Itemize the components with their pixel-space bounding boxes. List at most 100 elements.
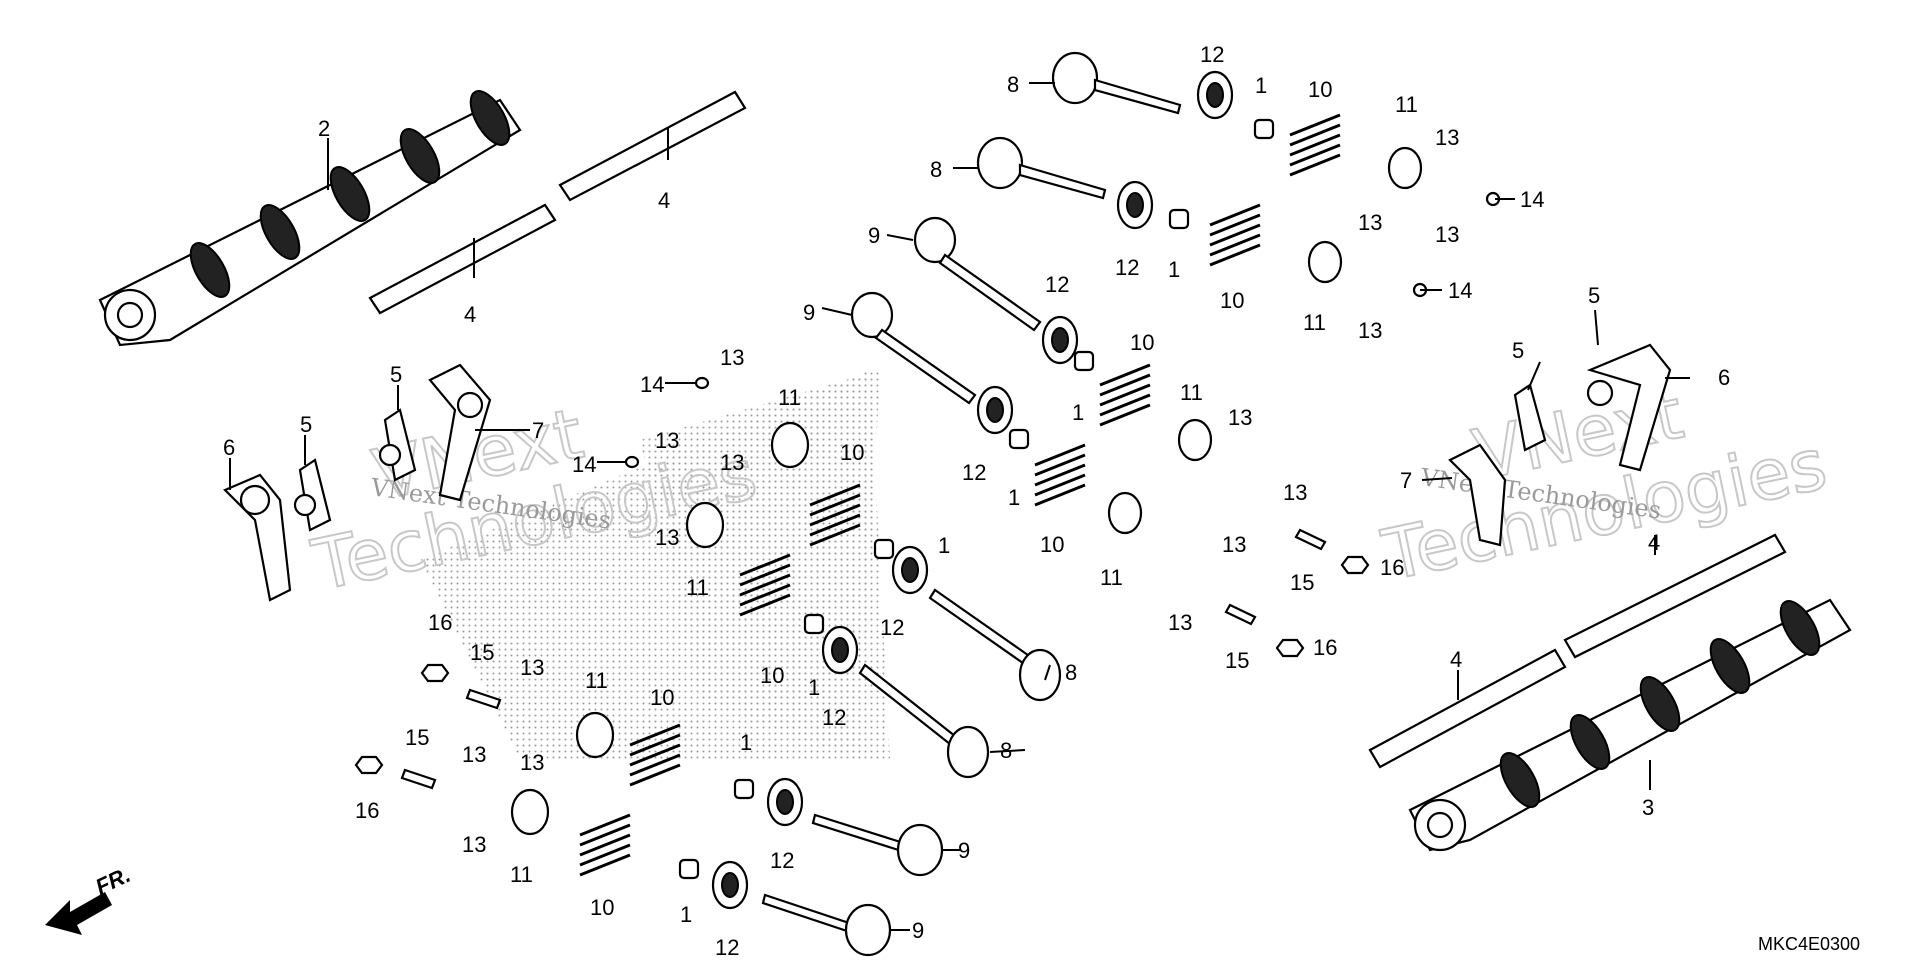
callout-16: 16: [355, 798, 379, 823]
callout-4: 4: [464, 302, 476, 327]
callout-13: 13: [462, 742, 486, 767]
spring-10-b: [1209, 203, 1261, 267]
callout-8: 8: [930, 157, 942, 182]
callout-8: 8: [1065, 660, 1077, 685]
valve-8-top: [1051, 51, 1182, 115]
callout-9: 9: [912, 918, 924, 943]
callout-10: 10: [1308, 77, 1332, 102]
callout-11: 11: [1303, 310, 1326, 335]
callout-12: 12: [880, 615, 904, 640]
callout-16: 16: [428, 610, 452, 635]
callout-9: 9: [868, 223, 880, 248]
callout-11: 11: [510, 862, 533, 887]
spring-10-e: [809, 483, 861, 547]
callout-13: 13: [1228, 405, 1252, 430]
rocker-shaft-upper-right: [1563, 533, 1787, 659]
valve-9-lower-b: [761, 893, 892, 957]
callout-12: 12: [1045, 272, 1069, 297]
callout-1: 1: [680, 902, 692, 927]
callout-5: 5: [1512, 338, 1524, 363]
valve-8-lower-b: [858, 663, 990, 779]
callout-9: 9: [803, 300, 815, 325]
watermark-logo: [420, 370, 890, 760]
callout-14: 14: [1448, 278, 1472, 303]
callout-11: 11: [778, 385, 801, 410]
callout-15: 15: [1225, 648, 1249, 673]
rocker-shaft-lower-left: [368, 203, 557, 315]
spring-10-g: [629, 723, 681, 787]
callout-5: 5: [300, 412, 312, 437]
leader-lines: [229, 82, 1690, 931]
rocker-arm-5-right: [1513, 383, 1547, 452]
callout-11: 11: [1180, 380, 1203, 405]
callout-13: 13: [1435, 125, 1459, 150]
callout-4: 4: [658, 188, 670, 213]
spring-10-f: [739, 553, 791, 617]
callout-13: 13: [1435, 222, 1459, 247]
callout-5: 5: [1588, 283, 1600, 308]
callout-1: 1: [1072, 400, 1084, 425]
callout-13: 13: [1168, 610, 1192, 635]
callout-1: 1: [808, 675, 820, 700]
callout-10: 10: [840, 440, 864, 465]
callout-11: 11: [585, 668, 608, 693]
rocker-shaft-lower-right: [1368, 648, 1567, 769]
callout-13: 13: [720, 450, 744, 475]
spring-10-d: [1034, 443, 1086, 507]
callout-15: 15: [405, 725, 429, 750]
camshaft-right: [1408, 598, 1852, 852]
callout-8: 8: [1000, 738, 1012, 763]
callout-3: 3: [1642, 795, 1654, 820]
callout-13: 13: [1283, 480, 1307, 505]
callout-2: 2: [318, 116, 330, 141]
spring-10-h: [579, 813, 631, 877]
callout-5: 5: [390, 362, 402, 387]
callout-13: 13: [1358, 210, 1382, 235]
callout-6: 6: [1718, 365, 1730, 390]
valve-9-second: [850, 291, 977, 405]
callout-4: 4: [1450, 647, 1462, 672]
callout-13: 13: [1222, 532, 1246, 557]
callout-12: 12: [822, 705, 846, 730]
callout-16: 16: [1313, 635, 1337, 660]
callout-11: 11: [1395, 92, 1418, 117]
callout-10: 10: [590, 895, 614, 920]
callout-13: 13: [720, 345, 744, 370]
callout-12: 12: [1115, 255, 1139, 280]
front-direction-label: FR.: [92, 862, 135, 900]
callout-10: 10: [760, 663, 784, 688]
callout-11: 11: [1100, 565, 1123, 590]
callout-15: 15: [1290, 570, 1314, 595]
rocker-shaft-upper-left: [558, 90, 747, 202]
valve-8-second: [976, 136, 1107, 200]
camshaft-left: [98, 90, 522, 347]
rocker-arm-5-left: [293, 458, 332, 532]
valve-9-upper: [913, 216, 1042, 332]
diagram-code: MKC4E0300: [1758, 934, 1860, 954]
callout-1: 1: [1008, 485, 1020, 510]
callout-1: 1: [740, 730, 752, 755]
callout-1: 1: [1168, 257, 1180, 282]
callout-10: 10: [1040, 532, 1064, 557]
callout-14: 14: [640, 372, 664, 397]
valve-9-lower-a: [811, 813, 944, 877]
callout-10: 10: [650, 685, 674, 710]
front-direction-arrow: [45, 892, 112, 935]
rocker-arm-6-left: [223, 473, 292, 602]
callout-13: 13: [1358, 318, 1382, 343]
callout-12: 12: [962, 460, 986, 485]
callout-10: 10: [1220, 288, 1244, 313]
callout-8: 8: [1007, 72, 1019, 97]
callout-13: 13: [520, 750, 544, 775]
rocker-arm-7-left: [428, 363, 492, 502]
callout-6: 6: [223, 435, 235, 460]
callout-7: 7: [532, 418, 544, 443]
callout-14: 14: [1520, 187, 1544, 212]
small-parts: [510, 70, 1423, 910]
callout-4: 4: [1648, 530, 1660, 555]
rocker-arm-7-right: [1448, 443, 1507, 547]
callout-12: 12: [770, 848, 794, 873]
callout-15: 15: [470, 640, 494, 665]
callout-13: 13: [520, 655, 544, 680]
